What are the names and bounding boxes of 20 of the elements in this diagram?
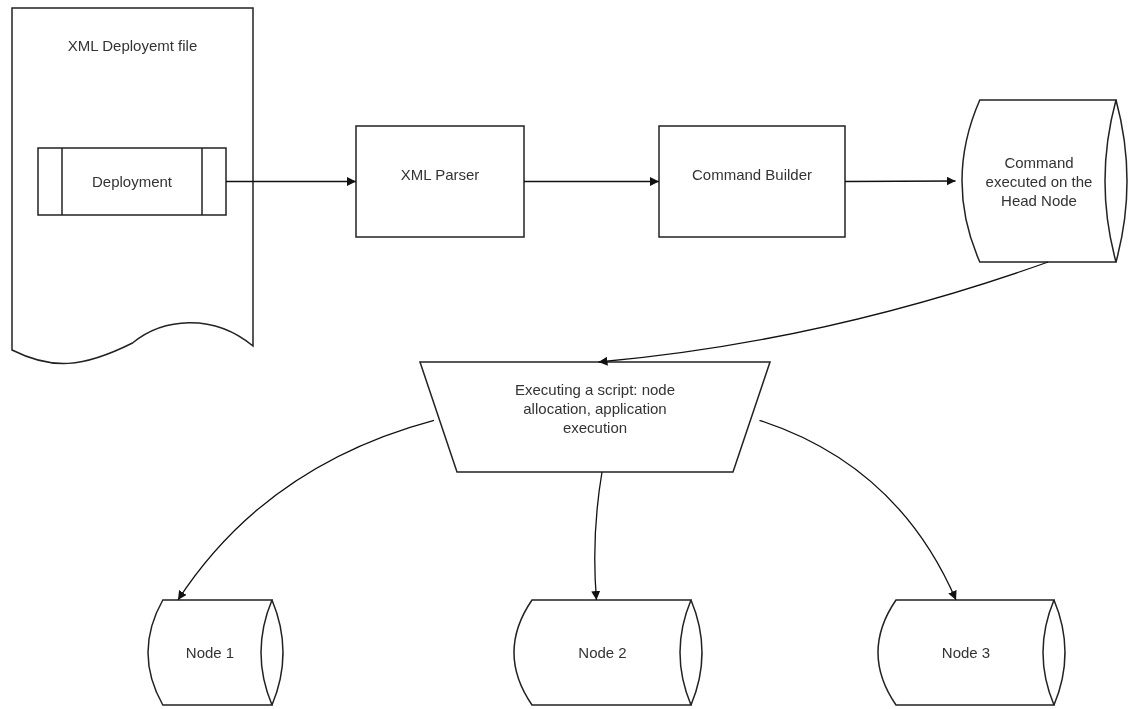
predefined-process-box	[38, 148, 226, 215]
arrow	[523, 177, 660, 186]
arrow	[177, 419, 435, 601]
process-box	[659, 126, 845, 237]
arrow	[597, 261, 1049, 366]
node-label: Node 3	[941, 643, 991, 662]
node-label: XML Deployemt file	[67, 36, 198, 55]
node-label: Command Builder	[691, 165, 813, 184]
node-label: XML Parser	[400, 165, 480, 184]
manual-operation-trapezoid	[420, 362, 770, 472]
node-label: Deployment	[91, 172, 172, 191]
arrow	[844, 176, 957, 186]
node-label: Executing a script: node allocation, application execution	[513, 380, 677, 437]
arrow	[758, 419, 957, 601]
arrow	[225, 177, 357, 186]
process-box	[356, 126, 524, 237]
arrow	[591, 471, 603, 601]
node-label: Node 1	[185, 643, 235, 662]
node-label: Command executed on the Head Node	[984, 152, 1094, 210]
node-label: Node 2	[578, 643, 627, 662]
